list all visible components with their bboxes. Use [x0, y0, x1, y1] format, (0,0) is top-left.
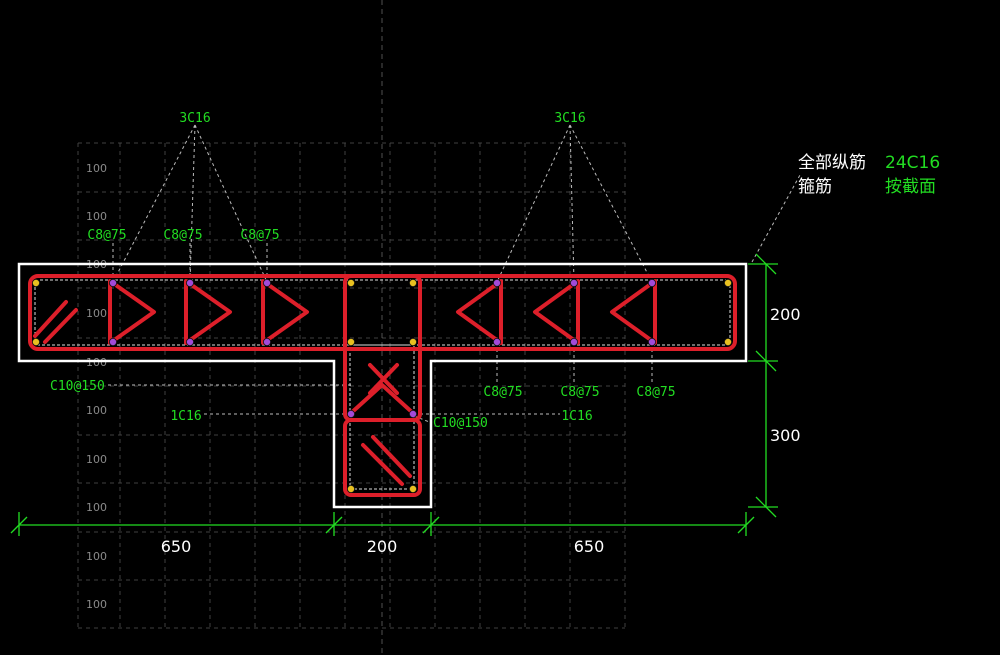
bar-dot — [648, 278, 657, 287]
label-stirrup-right-3: C8@75 — [636, 385, 675, 400]
web-stirrup-lower — [343, 418, 422, 497]
bar-dot — [346, 484, 355, 493]
grid-label: 100 — [86, 356, 107, 369]
tie-left-1 — [108, 279, 156, 345]
bar-dot — [408, 278, 417, 287]
grid-label: 100 — [86, 307, 107, 320]
grid-label: 100 — [86, 453, 107, 466]
dim-web-depth: 300 — [770, 426, 801, 445]
label-right-single-bar: 1C16 — [561, 409, 592, 424]
bar-dot — [262, 337, 271, 346]
note-stirrup-label: 箍筋 — [798, 177, 832, 197]
label-stirrup-left-3: C8@75 — [240, 228, 279, 243]
label-stirrup-right-2: C8@75 — [560, 385, 599, 400]
grid-labels: 100 100 100 100 100 100 100 100 100 100 — [86, 162, 107, 611]
bar-dot — [32, 337, 41, 346]
label-stirrup-right-1: C8@75 — [483, 385, 522, 400]
bar-dot — [492, 278, 501, 287]
bar-dot — [32, 278, 41, 287]
dim-right-overhang: 650 — [574, 537, 605, 556]
bar-dot — [408, 337, 417, 346]
bar-dot — [109, 278, 118, 287]
bar-dot — [570, 337, 579, 346]
grid-label: 100 — [86, 162, 107, 175]
label-left-single-bar: 1C16 — [170, 409, 201, 424]
longitudinal-bars — [32, 278, 733, 493]
grid-label: 100 — [86, 550, 107, 563]
bar-dot — [109, 337, 118, 346]
bar-dot — [185, 278, 194, 287]
bar-dot — [724, 337, 733, 346]
grid-label: 100 — [86, 404, 107, 417]
bar-dot — [492, 337, 501, 346]
bar-dot — [346, 278, 355, 287]
label-right-bars: 3C16 — [554, 111, 585, 126]
tie-left-2 — [184, 279, 232, 345]
bar-dot — [408, 484, 417, 493]
bar-dot — [570, 278, 579, 287]
note-longitudinal-value: 24C16 — [885, 153, 940, 173]
section-outline — [17, 262, 748, 509]
web-tie — [348, 383, 416, 416]
dim-left-overhang: 650 — [161, 537, 192, 556]
tie-right-3 — [610, 279, 657, 345]
grid-label: 100 — [86, 210, 107, 223]
grid-label: 100 — [86, 501, 107, 514]
grid-label: 100 — [86, 598, 107, 611]
dim-flange-depth: 200 — [770, 305, 801, 324]
label-flange-stirrup: C10@150 — [50, 379, 105, 394]
rebar-cage — [28, 274, 737, 497]
note-stirrup-value: 按截面 — [885, 177, 936, 197]
bar-dot — [648, 337, 657, 346]
bar-dot — [185, 337, 194, 346]
dimension-lines — [10, 253, 778, 536]
label-stirrup-left-2: C8@75 — [163, 228, 202, 243]
label-left-bars: 3C16 — [179, 111, 210, 126]
bar-dot — [724, 278, 733, 287]
tie-left-3 — [261, 279, 309, 345]
bar-dot — [408, 409, 417, 418]
background-grid — [77, 142, 626, 630]
bar-dot — [346, 337, 355, 346]
label-web-stirrup: C10@150 — [433, 416, 488, 431]
note-longitudinal-label: 全部纵筋 — [798, 153, 866, 173]
tie-right-1 — [456, 279, 503, 345]
dim-web-width: 200 — [367, 537, 398, 556]
tie-right-2 — [533, 279, 580, 345]
web-hook — [361, 443, 404, 486]
label-stirrup-left-1: C8@75 — [87, 228, 126, 243]
bar-dot — [262, 278, 271, 287]
bar-dot — [346, 409, 355, 418]
end-hook-left — [33, 300, 68, 338]
